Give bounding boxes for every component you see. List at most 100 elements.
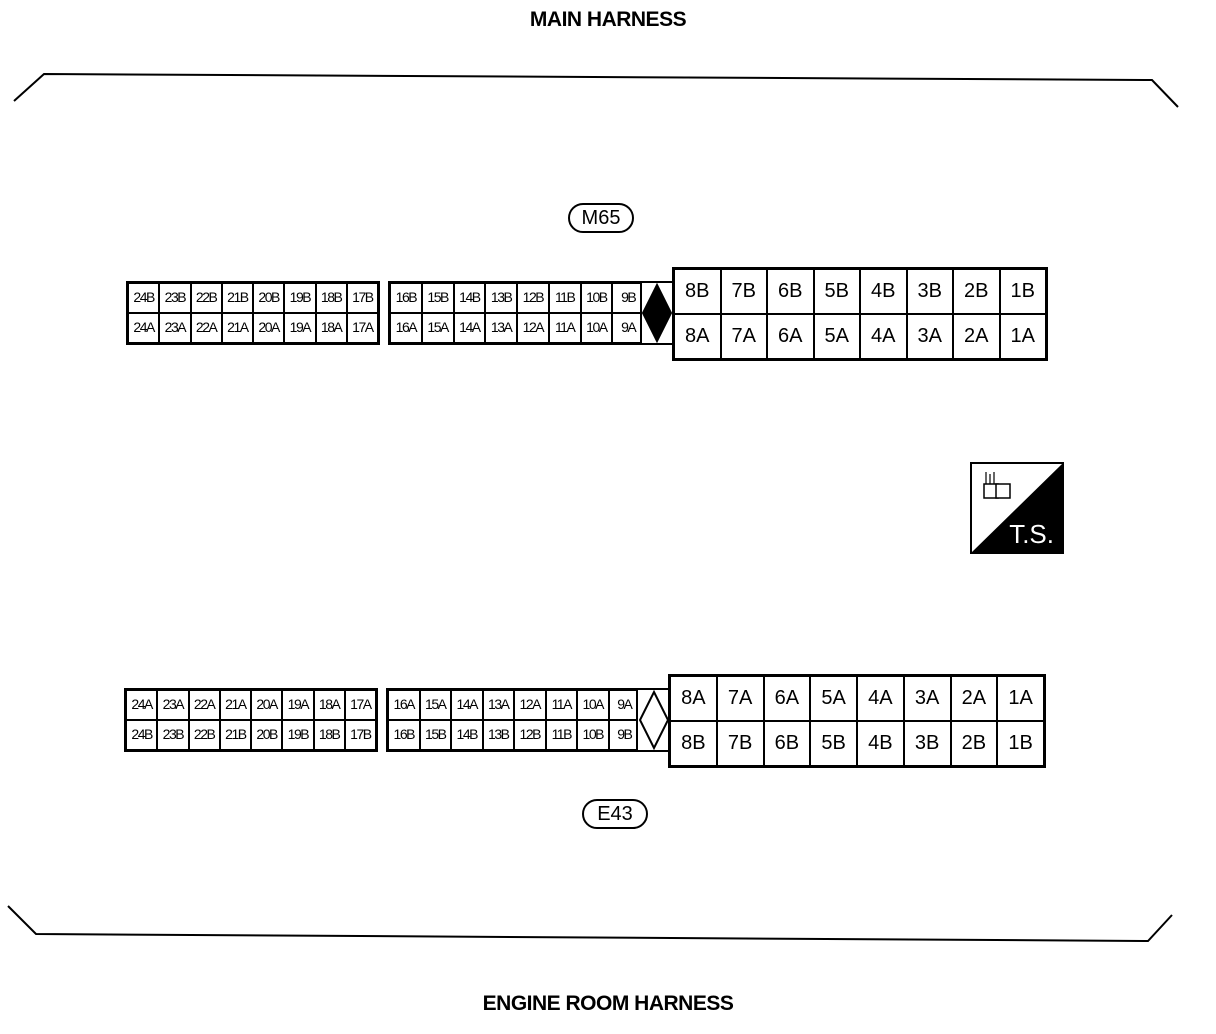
pin-17b: 17B: [346, 283, 378, 313]
pin-6b: 6B: [763, 721, 811, 766]
pin-7a: 7A: [716, 676, 764, 721]
pin-18a: 18A: [315, 313, 347, 343]
pin-1b: 1B: [997, 721, 1044, 766]
pin-3b: 3B: [906, 269, 953, 314]
pin-13a: 13A: [485, 313, 517, 343]
pin-2b: 2B: [950, 721, 998, 766]
pin-18b: 18B: [315, 283, 347, 313]
pin-12b: 12B: [517, 283, 549, 313]
pin-12a: 12A: [517, 313, 549, 343]
pin-8b: 8B: [674, 269, 721, 314]
pin-11a: 11A: [548, 313, 581, 343]
pin-22a: 22A: [188, 690, 220, 720]
connector-id-m65: M65: [568, 203, 634, 233]
pin-2a: 2A: [950, 676, 998, 721]
pin-8a: 8A: [670, 676, 717, 721]
pin-3a: 3A: [906, 314, 953, 359]
pin-6a: 6A: [763, 676, 811, 721]
pin-2b: 2B: [953, 269, 1000, 314]
pin-19a: 19A: [282, 690, 314, 720]
pin-10a: 10A: [577, 690, 609, 720]
pin-23a: 23A: [157, 690, 189, 720]
pin-6b: 6B: [767, 269, 814, 314]
pin-1b: 1B: [999, 269, 1046, 314]
pin-21a: 21A: [219, 690, 251, 720]
connector-icon: [972, 464, 1062, 552]
pin-5b: 5B: [813, 269, 860, 314]
pin-3a: 3A: [903, 676, 951, 721]
pin-24a: 24A: [128, 313, 160, 343]
main-harness-title: MAIN HARNESS: [529, 8, 687, 31]
pin-7b: 7B: [720, 269, 767, 314]
pin-20a: 20A: [251, 690, 283, 720]
pin-3b: 3B: [903, 721, 951, 766]
pin-21b: 21B: [219, 720, 251, 750]
pin-5b: 5B: [810, 721, 857, 766]
pin-11b: 11B: [545, 720, 577, 750]
pin-22b: 22B: [188, 720, 220, 750]
pin-17a: 17A: [346, 313, 378, 343]
pin-23b: 23B: [157, 720, 189, 750]
pin-16a: 16A: [390, 313, 422, 343]
pin-21b: 21B: [221, 283, 253, 313]
pin-19b: 19B: [284, 283, 316, 313]
pin-17b: 17B: [344, 720, 376, 750]
pin-20a: 20A: [253, 313, 285, 343]
pin-15b: 15B: [419, 720, 451, 750]
pin-15a: 15A: [421, 313, 454, 343]
pin-13a: 13A: [482, 690, 514, 720]
pin-18a: 18A: [313, 690, 345, 720]
pin-13b: 13B: [485, 283, 517, 313]
pin-17a: 17A: [344, 690, 376, 720]
pin-23b: 23B: [159, 283, 191, 313]
pin-12a: 12A: [514, 690, 546, 720]
pin-24a: 24A: [126, 690, 158, 720]
pin-16a: 16A: [388, 690, 420, 720]
pin-8b: 8B: [670, 721, 717, 766]
pin-21a: 21A: [221, 313, 253, 343]
pin-22a: 22A: [190, 313, 222, 343]
pin-19b: 19B: [282, 720, 314, 750]
pin-10b: 10B: [577, 720, 609, 750]
pin-1a: 1A: [999, 314, 1046, 359]
key-diamond-icon: [640, 281, 674, 345]
pin-14b: 14B: [453, 283, 486, 313]
pin-5a: 5A: [813, 314, 860, 359]
pin-2a: 2A: [953, 314, 1000, 359]
pin-4b: 4B: [857, 721, 904, 766]
pin-10b: 10B: [580, 283, 613, 313]
key-diamond-icon: [636, 688, 672, 752]
pin-22b: 22B: [190, 283, 222, 313]
ts-label: T.S.: [1009, 519, 1054, 549]
pin-7b: 7B: [716, 721, 764, 766]
pin-14a: 14A: [453, 313, 486, 343]
pin-4a: 4A: [860, 314, 907, 359]
pin-23a: 23A: [159, 313, 191, 343]
connector-id-e43: E43: [582, 799, 648, 829]
pin-19a: 19A: [284, 313, 316, 343]
pin-20b: 20B: [251, 720, 283, 750]
pin-24b: 24B: [126, 720, 158, 750]
pin-11a: 11A: [545, 690, 577, 720]
pin-6a: 6A: [767, 314, 814, 359]
pin-14a: 14A: [451, 690, 483, 720]
pin-10a: 10A: [580, 313, 613, 343]
pin-4b: 4B: [860, 269, 907, 314]
pin-7a: 7A: [720, 314, 767, 359]
ts-symbol: T.S.: [970, 462, 1064, 554]
pin-1a: 1A: [997, 676, 1044, 721]
pin-15a: 15A: [419, 690, 451, 720]
pin-14b: 14B: [451, 720, 483, 750]
pin-13b: 13B: [482, 720, 514, 750]
pin-16b: 16B: [390, 283, 422, 313]
pin-5a: 5A: [810, 676, 857, 721]
pin-18b: 18B: [313, 720, 345, 750]
pin-8a: 8A: [674, 314, 721, 359]
